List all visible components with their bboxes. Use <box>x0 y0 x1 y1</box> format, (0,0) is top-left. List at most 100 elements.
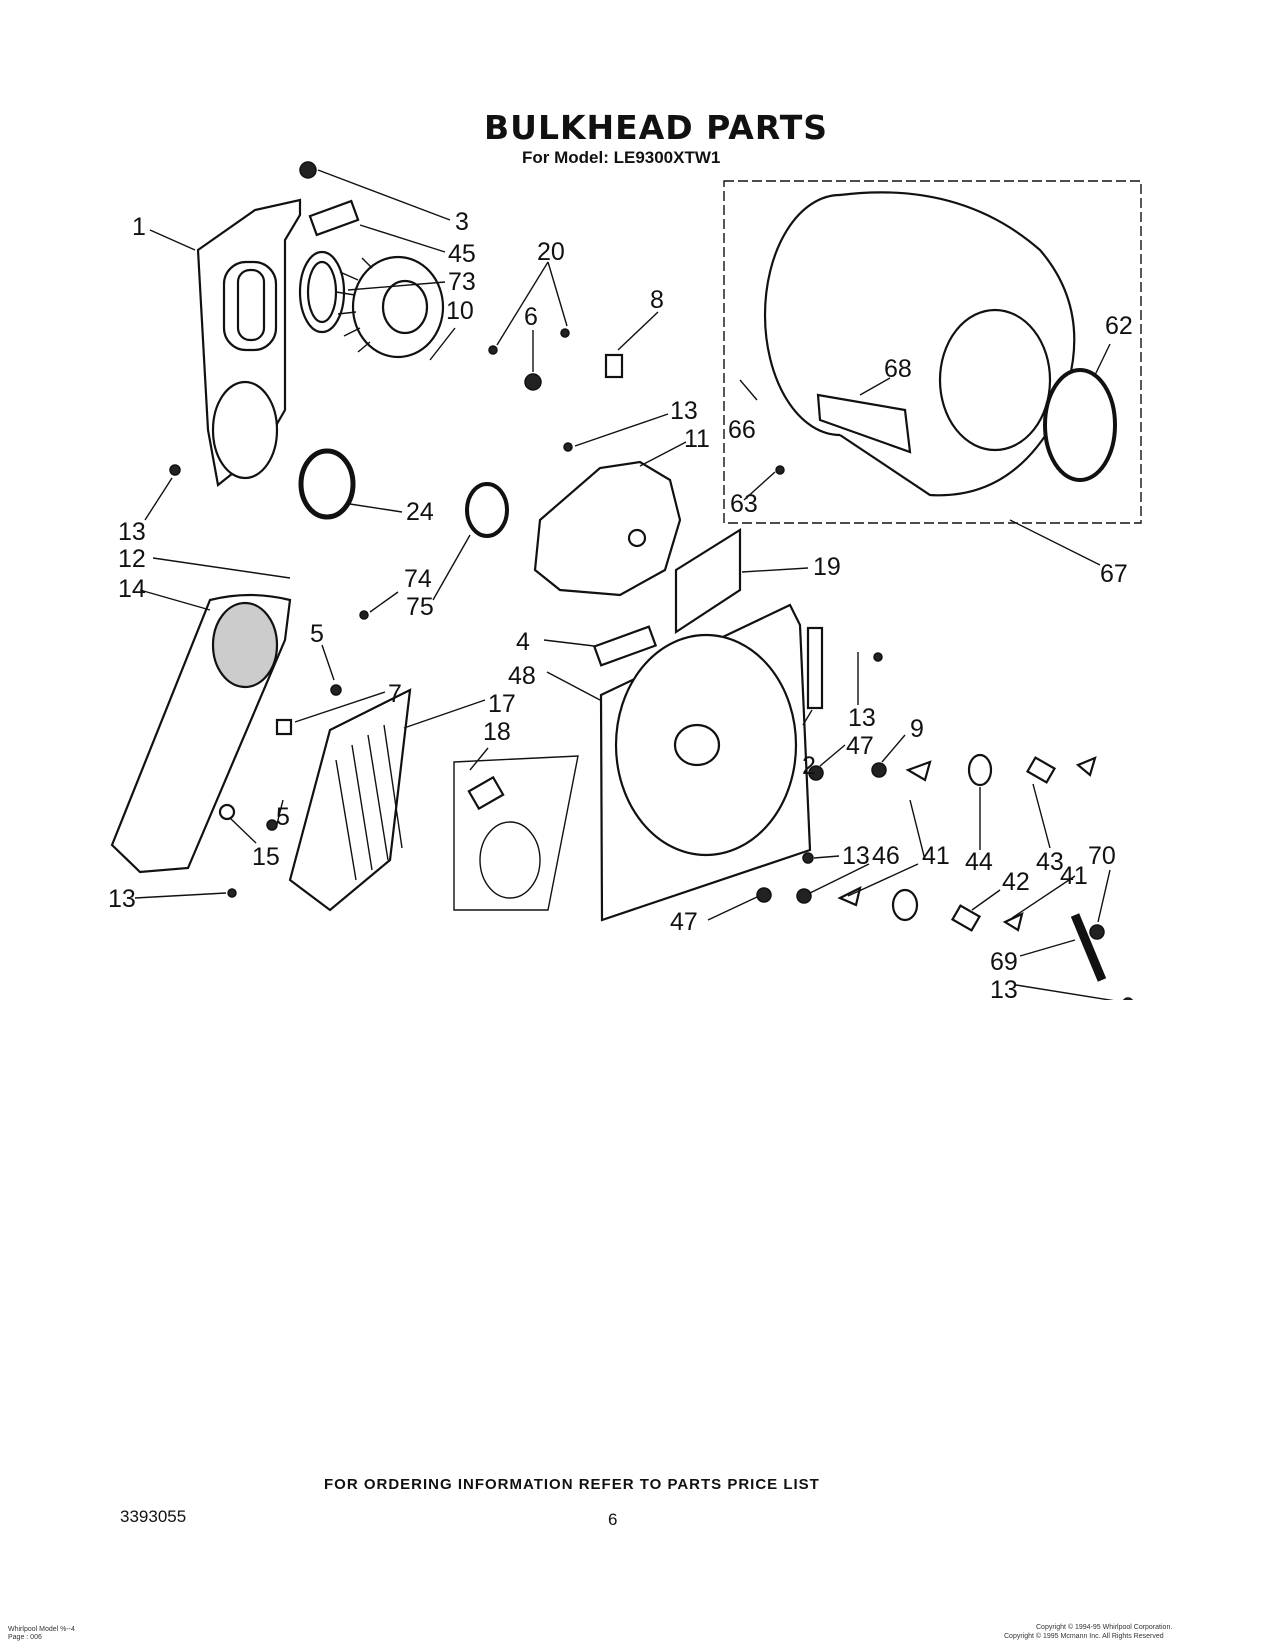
callout-label: 75 <box>406 593 434 621</box>
gasket-73-inner <box>306 260 338 324</box>
clip-41c <box>837 885 862 907</box>
screw-20b <box>560 328 570 338</box>
bulkhead-48-center <box>673 723 721 767</box>
screw-13b <box>227 888 237 898</box>
callout-label: 19 <box>813 553 841 581</box>
callout-label: 6 <box>524 303 538 331</box>
rear-panel-port <box>211 380 279 480</box>
callout-label: 3 <box>455 208 469 236</box>
footer-left-line-2: Page : 006 <box>8 1634 42 1641</box>
drum-seal-62 <box>1043 368 1117 482</box>
screw-13a <box>563 442 573 452</box>
decal-19-part <box>674 528 742 635</box>
ordering-note: FOR ORDERING INFORMATION REFER TO PARTS … <box>324 1476 820 1493</box>
callout-label: 4 <box>516 628 530 656</box>
leader-lines <box>134 169 1114 1000</box>
callout-label: 2 <box>802 752 816 780</box>
callout-label: 13 <box>118 518 146 546</box>
clip-41a <box>905 760 932 782</box>
seal-75-part <box>465 482 509 538</box>
felt-4-part <box>592 625 658 667</box>
model-subtitle: For Model: LE9300XTW1 <box>522 148 721 167</box>
bracket-7 <box>275 718 293 736</box>
callout-label: 70 <box>1088 842 1116 870</box>
nut-70 <box>1089 924 1105 940</box>
roller-44a <box>967 753 993 787</box>
heater-coils <box>335 724 403 881</box>
callout-label: 47 <box>670 908 698 936</box>
callout-label: 14 <box>118 575 146 603</box>
screw-63 <box>775 465 785 475</box>
callout-label: 73 <box>448 268 476 296</box>
kit-18-box <box>453 755 579 911</box>
callout-label: 15 <box>252 843 280 871</box>
screw-20a <box>488 345 498 355</box>
callout-label: 13 <box>990 976 1018 1004</box>
callout-label: 66 <box>728 416 756 444</box>
kit-18-connector <box>467 775 505 811</box>
blower-housing-part <box>533 460 682 597</box>
cap-part <box>299 161 317 179</box>
clip-41b <box>1075 756 1097 777</box>
callout-label: 45 <box>448 240 476 268</box>
footer-left-line-1: Whirlpool Model %--4 <box>8 1626 75 1633</box>
footer-right-line-2: Copyright © 1995 Mcmann Inc. All Rights … <box>1004 1633 1164 1640</box>
callout-label: 46 <box>872 842 900 870</box>
ring-24-part <box>298 448 356 520</box>
blower-fins <box>335 257 373 353</box>
callout-label: 62 <box>1105 312 1133 340</box>
callout-label: 41 <box>1060 862 1088 890</box>
drum-rear-opening <box>938 308 1052 452</box>
axle-43 <box>1025 756 1057 784</box>
clip-15 <box>218 803 236 821</box>
callout-label: 44 <box>965 848 993 876</box>
callout-label: 20 <box>537 238 565 266</box>
page-number: 6 <box>608 1510 618 1529</box>
callout-label: 48 <box>508 662 536 690</box>
screw-5a <box>330 684 342 696</box>
callout-label: 7 <box>388 680 402 708</box>
part-number: 3393055 <box>120 1507 187 1526</box>
clip-47b <box>756 887 772 903</box>
callout-label: 8 <box>650 286 664 314</box>
callout-label: 1 <box>132 213 146 241</box>
heater-17-part <box>288 688 412 912</box>
screw-74 <box>359 610 369 620</box>
callout-label: 42 <box>1002 868 1030 896</box>
callout-label: 24 <box>406 498 434 526</box>
kit-18-wire <box>479 821 541 899</box>
callout-label: 9 <box>910 715 924 743</box>
callout-label: 13 <box>842 842 870 870</box>
callout-label: 10 <box>446 297 474 325</box>
exploded-diagram <box>110 161 1142 1000</box>
screw-13c <box>169 464 181 476</box>
callout-label: 5 <box>276 803 290 831</box>
callout-label: 69 <box>990 948 1018 976</box>
blower-wheel-hub <box>381 279 429 335</box>
clip-47a <box>808 765 824 781</box>
footer-right-line-1: Copyright © 1994-95 Whirlpool Corporatio… <box>1036 1624 1173 1631</box>
callout-label: 17 <box>488 690 516 718</box>
strip-2-part <box>806 626 824 710</box>
screw-13d <box>873 652 883 662</box>
lint-screen-part <box>211 601 279 689</box>
washer-46 <box>796 888 812 904</box>
seal-strip-part <box>308 199 360 237</box>
screw-13f <box>1123 997 1133 1000</box>
callout-label: 18 <box>483 718 511 746</box>
callout-label: 41 <box>922 842 950 870</box>
bracket-8-part <box>604 353 624 379</box>
callout-label: 11 <box>684 425 710 453</box>
housing-outlet <box>627 528 647 548</box>
rear-panel-inner <box>236 268 266 342</box>
thermostat-part <box>524 373 542 391</box>
drum-group-box <box>723 180 1142 524</box>
callout-label: 12 <box>118 545 146 573</box>
baffle-68-part <box>816 393 912 454</box>
screw-13e <box>802 852 814 864</box>
callout-label: 13 <box>848 704 876 732</box>
callout-label: 47 <box>846 732 874 760</box>
roller-44b <box>891 888 919 922</box>
callout-label: 13 <box>108 885 136 913</box>
